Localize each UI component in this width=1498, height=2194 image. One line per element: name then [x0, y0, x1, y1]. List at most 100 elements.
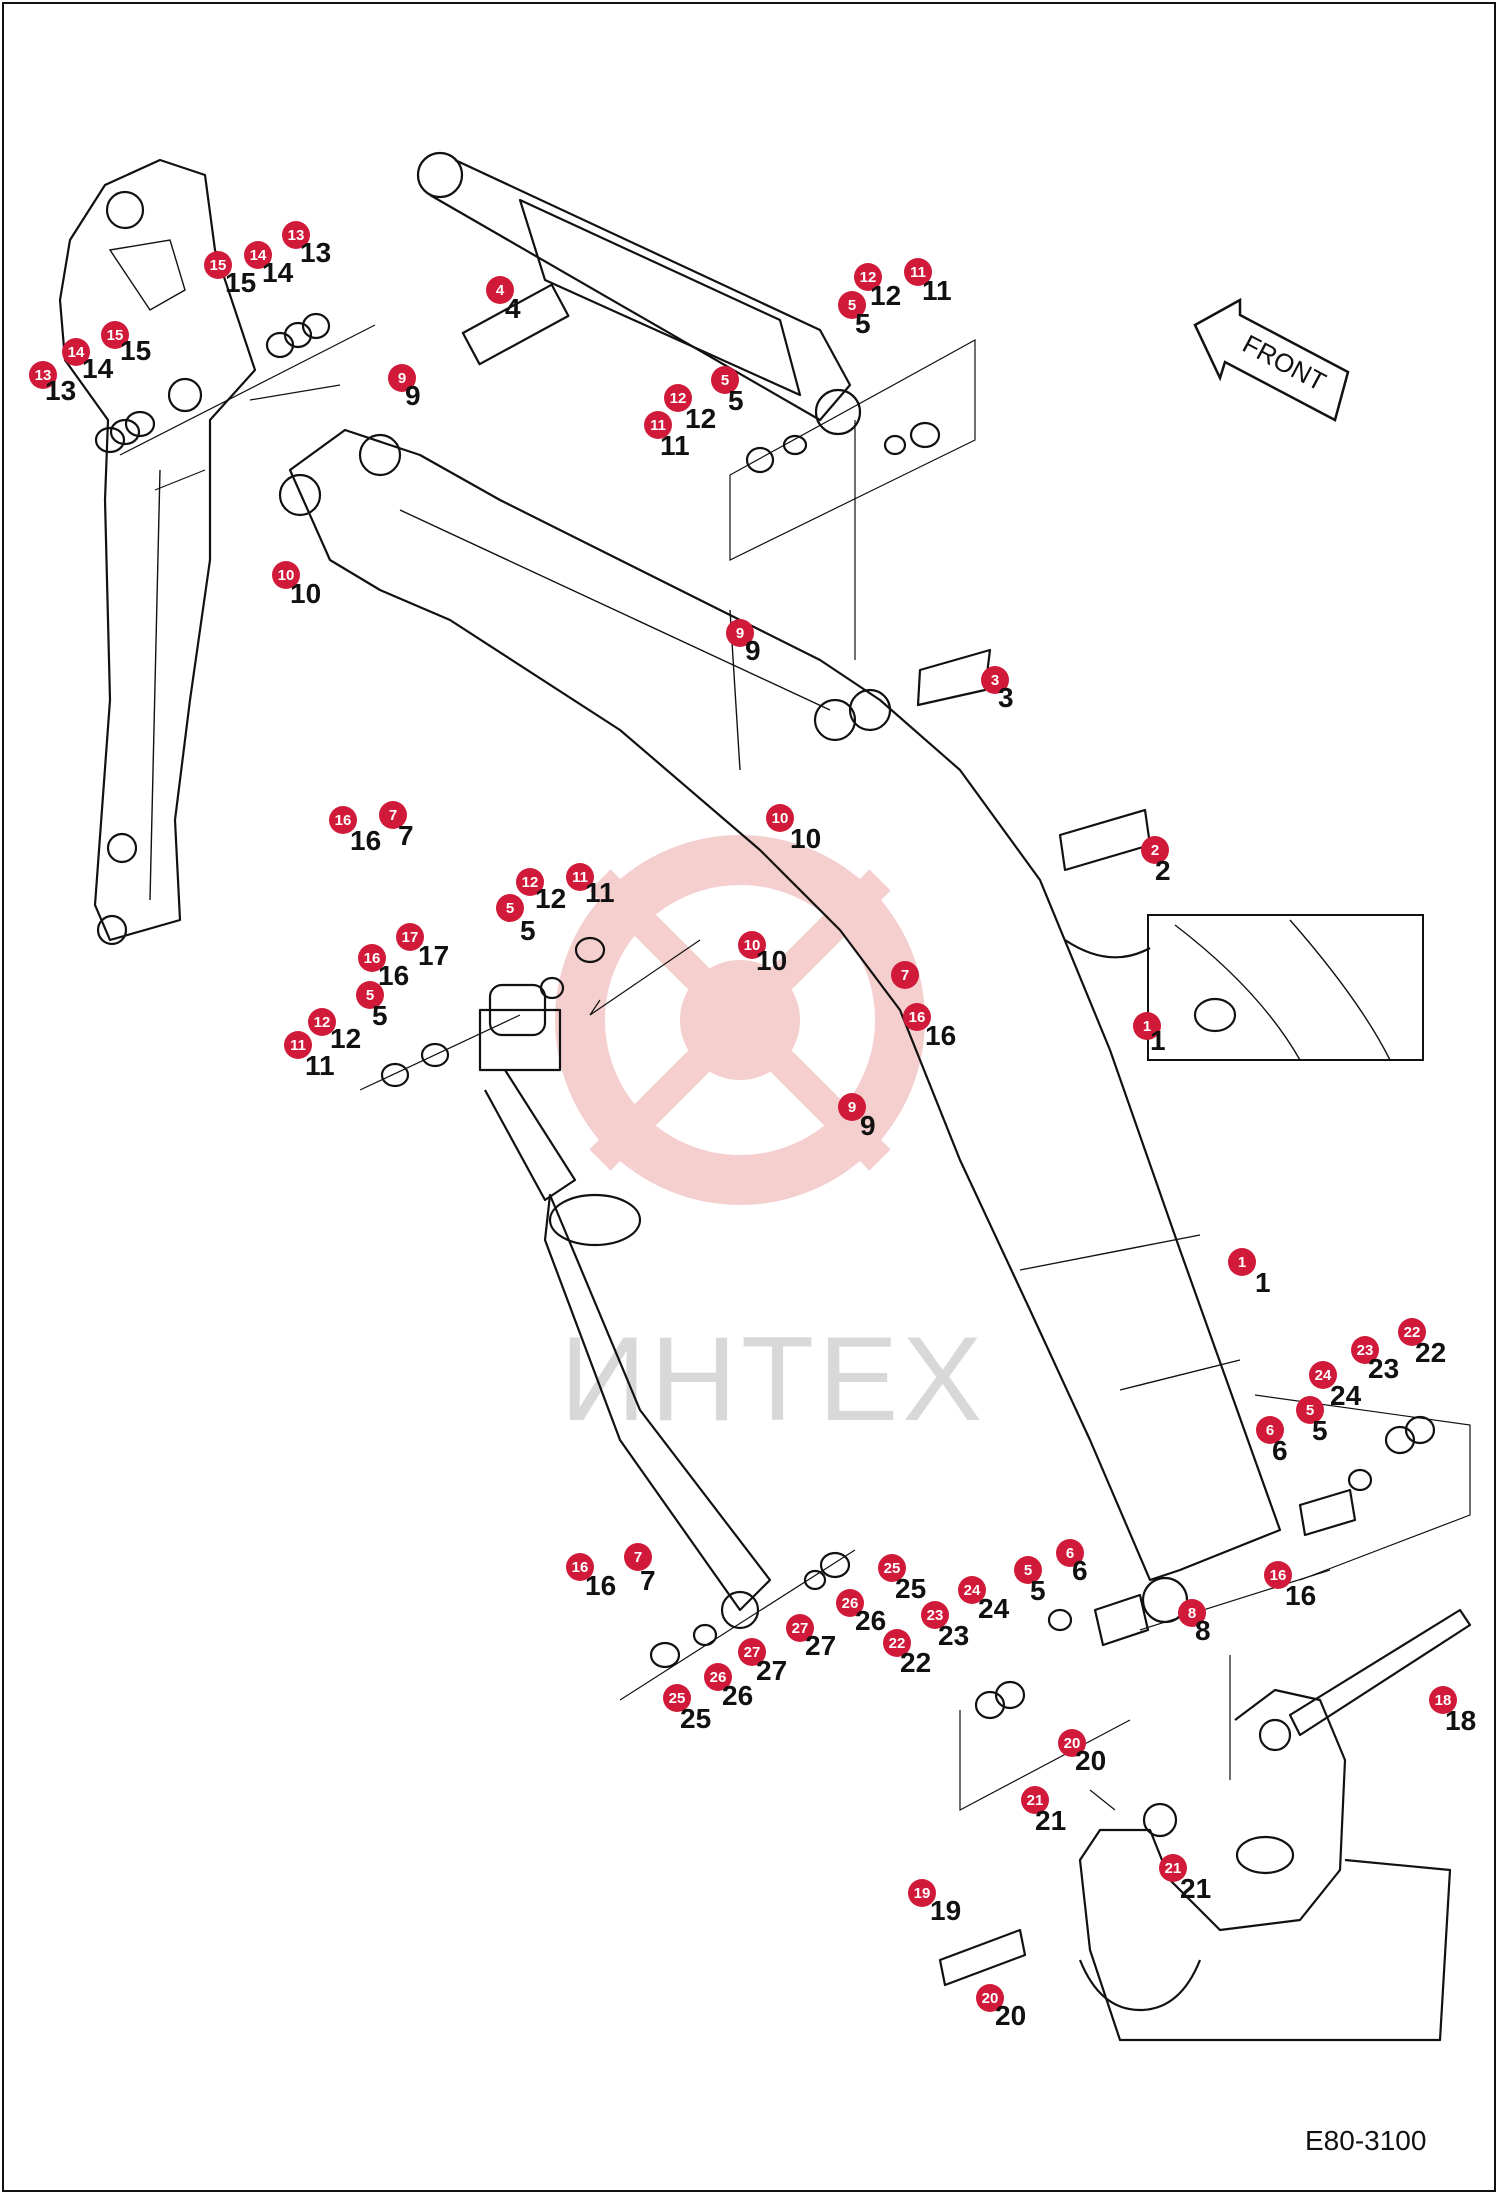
svg-text:5: 5	[520, 915, 536, 946]
svg-text:26: 26	[722, 1680, 753, 1711]
callout-6: 66	[1256, 1416, 1288, 1466]
svg-text:14: 14	[68, 344, 85, 361]
svg-text:1: 1	[1238, 1254, 1246, 1271]
callout-5: 55	[496, 894, 536, 946]
svg-text:21: 21	[1035, 1805, 1066, 1836]
svg-text:5: 5	[372, 1000, 388, 1031]
svg-text:18: 18	[1435, 1692, 1452, 1709]
svg-text:15: 15	[120, 335, 151, 366]
svg-text:13: 13	[45, 375, 76, 406]
svg-text:23: 23	[1368, 1353, 1399, 1384]
svg-text:9: 9	[398, 370, 406, 387]
svg-text:5: 5	[506, 900, 514, 917]
svg-text:20: 20	[1064, 1735, 1081, 1752]
svg-text:3: 3	[991, 672, 999, 689]
svg-text:23: 23	[927, 1607, 944, 1624]
svg-text:5: 5	[1030, 1575, 1046, 1606]
svg-text:13: 13	[300, 237, 331, 268]
svg-text:16: 16	[572, 1559, 589, 1576]
svg-text:6: 6	[1072, 1555, 1088, 1586]
svg-text:25: 25	[680, 1703, 711, 1734]
svg-text:5: 5	[728, 385, 744, 416]
swing-bracket	[1078, 1688, 1452, 2042]
svg-text:24: 24	[1330, 1380, 1362, 1411]
svg-text:9: 9	[848, 1099, 856, 1116]
svg-text:12: 12	[860, 269, 877, 286]
svg-text:19: 19	[914, 1885, 931, 1902]
svg-text:11: 11	[305, 1050, 335, 1081]
svg-text:16: 16	[585, 1570, 616, 1601]
svg-text:4: 4	[505, 293, 521, 324]
svg-text:12: 12	[685, 403, 716, 434]
svg-text:6: 6	[1266, 1422, 1274, 1439]
svg-text:5: 5	[1306, 1402, 1314, 1419]
svg-text:24: 24	[1315, 1367, 1332, 1384]
svg-text:11: 11	[650, 417, 666, 434]
svg-text:27: 27	[792, 1620, 809, 1637]
svg-text:26: 26	[842, 1595, 859, 1612]
svg-text:25: 25	[895, 1573, 926, 1604]
svg-text:24: 24	[978, 1593, 1010, 1624]
svg-text:7: 7	[634, 1549, 642, 1566]
svg-text:11: 11	[290, 1037, 306, 1054]
svg-text:5: 5	[1312, 1415, 1328, 1446]
svg-text:16: 16	[1270, 1567, 1287, 1584]
watermark-logo	[555, 835, 925, 1205]
callout-7: 77	[379, 801, 414, 851]
svg-text:15: 15	[210, 257, 227, 274]
svg-text:14: 14	[250, 247, 267, 264]
callout-8: 88	[1178, 1599, 1211, 1646]
watermark-text: ИНТЕХ	[560, 1312, 986, 1446]
svg-text:13: 13	[35, 367, 52, 384]
svg-text:16: 16	[909, 1009, 926, 1026]
washers	[94, 312, 1436, 1720]
svg-text:11: 11	[922, 275, 952, 306]
svg-text:2: 2	[1155, 855, 1171, 886]
svg-text:9: 9	[860, 1110, 876, 1141]
callout-5: 55	[1296, 1396, 1328, 1446]
boom-cylinder-top	[416, 151, 862, 436]
svg-text:10: 10	[772, 810, 789, 827]
svg-text:24: 24	[964, 1582, 981, 1599]
svg-text:12: 12	[314, 1014, 331, 1031]
svg-text:17: 17	[418, 940, 449, 971]
svg-text:22: 22	[889, 1635, 906, 1652]
svg-text:5: 5	[848, 297, 856, 314]
svg-text:14: 14	[262, 257, 294, 288]
svg-text:25: 25	[669, 1690, 686, 1707]
svg-text:7: 7	[389, 807, 397, 824]
front-arrow-icon: FRONT	[1193, 297, 1350, 422]
svg-text:3: 3	[998, 682, 1014, 713]
svg-text:12: 12	[522, 874, 539, 891]
svg-text:27: 27	[756, 1655, 787, 1686]
svg-text:17: 17	[402, 929, 419, 946]
svg-text:21: 21	[1027, 1792, 1044, 1809]
svg-text:18: 18	[1445, 1705, 1476, 1736]
svg-text:1: 1	[1255, 1267, 1271, 1298]
callout-5: 55	[1014, 1556, 1046, 1606]
callout-9: 99	[726, 619, 761, 666]
svg-text:7: 7	[398, 820, 414, 851]
svg-text:9: 9	[745, 635, 761, 666]
svg-text:16: 16	[1285, 1580, 1316, 1611]
svg-text:27: 27	[805, 1630, 836, 1661]
svg-text:9: 9	[405, 380, 421, 411]
svg-text:11: 11	[660, 430, 690, 461]
svg-text:14: 14	[82, 353, 114, 384]
svg-text:19: 19	[930, 1895, 961, 1926]
